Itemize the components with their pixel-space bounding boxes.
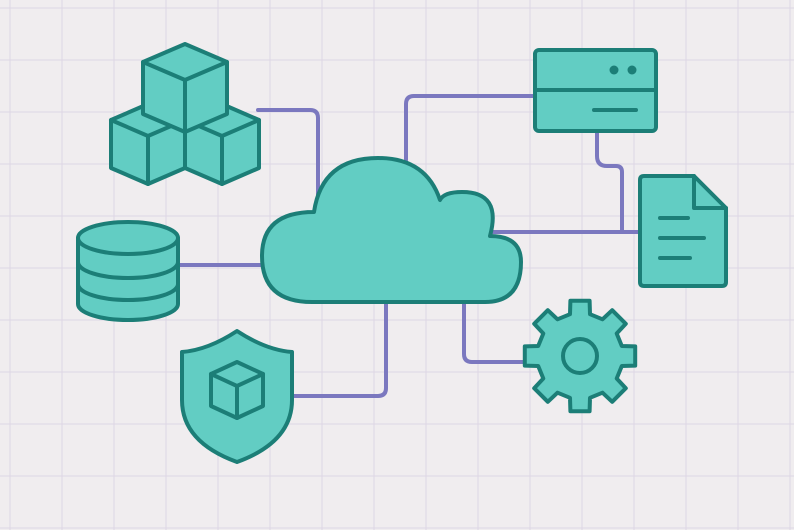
connector-cloud-shield: [288, 300, 388, 398]
connectors: [174, 94, 642, 398]
document-icon: [638, 174, 728, 288]
cloud-icon: [260, 156, 523, 304]
stacked-cubes-icon: [109, 42, 261, 186]
connector-cloud-cubes: [256, 108, 320, 198]
gear-icon: [522, 298, 638, 414]
server-icon: [533, 48, 658, 133]
database-icon: [76, 220, 180, 322]
connector-cloud-server: [404, 94, 539, 162]
connector-server-document: [595, 128, 624, 234]
connector-cloud-gear: [462, 300, 529, 364]
shield-icon: [180, 329, 294, 464]
